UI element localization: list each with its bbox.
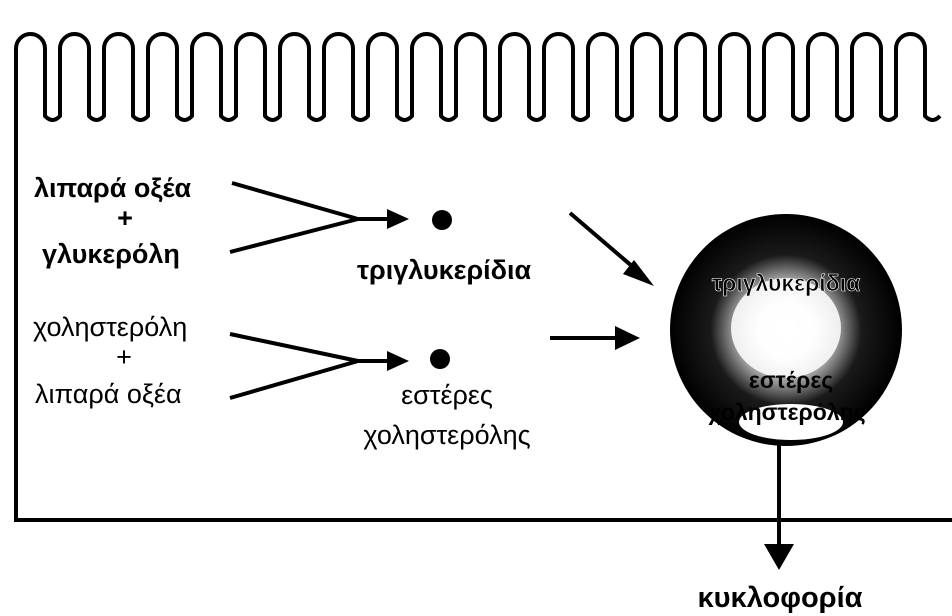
product-triglycerides: τριγλυκερίδια [357,255,532,285]
chylomicron-label-triglycerides: τριγλυκερίδια [712,270,860,296]
chylomicron-label-esters: εστέρες [749,367,833,393]
input-glycerol: γλυκερόλη [42,239,180,269]
output-circulation: κυκλοφορία [698,582,863,614]
converge-line-bottom-2 [230,361,358,398]
chylomicron-label-cholesterol: χοληστερόλης [708,399,865,425]
product-cholesterol-esters-line1: εστέρες [401,380,493,410]
arrow-head-circulation [764,544,794,570]
arrow-to-chylomicron-diagonal [570,213,640,273]
arrow-head-2 [387,351,409,371]
microvilli-brush-border [16,34,940,120]
product-cholesterol-esters-line2: χοληστερόλης [363,420,530,450]
plus-sign-1: + [117,203,133,233]
converge-line-bottom-1 [230,219,358,252]
plus-sign-2: + [116,342,132,372]
converge-line-top-2 [230,334,358,361]
input-fatty-acids-2: λιπαρά οξέα [35,379,182,409]
arrow-head-1 [387,209,409,229]
cholesterol-ester-dot [430,349,450,369]
arrow-head-horizontal [615,326,640,350]
input-fatty-acids-1: λιπαρά οξέα [34,173,192,203]
triglyceride-dot [432,210,452,230]
converge-line-top-1 [232,183,358,219]
input-cholesterol: χοληστερόλη [33,312,187,342]
